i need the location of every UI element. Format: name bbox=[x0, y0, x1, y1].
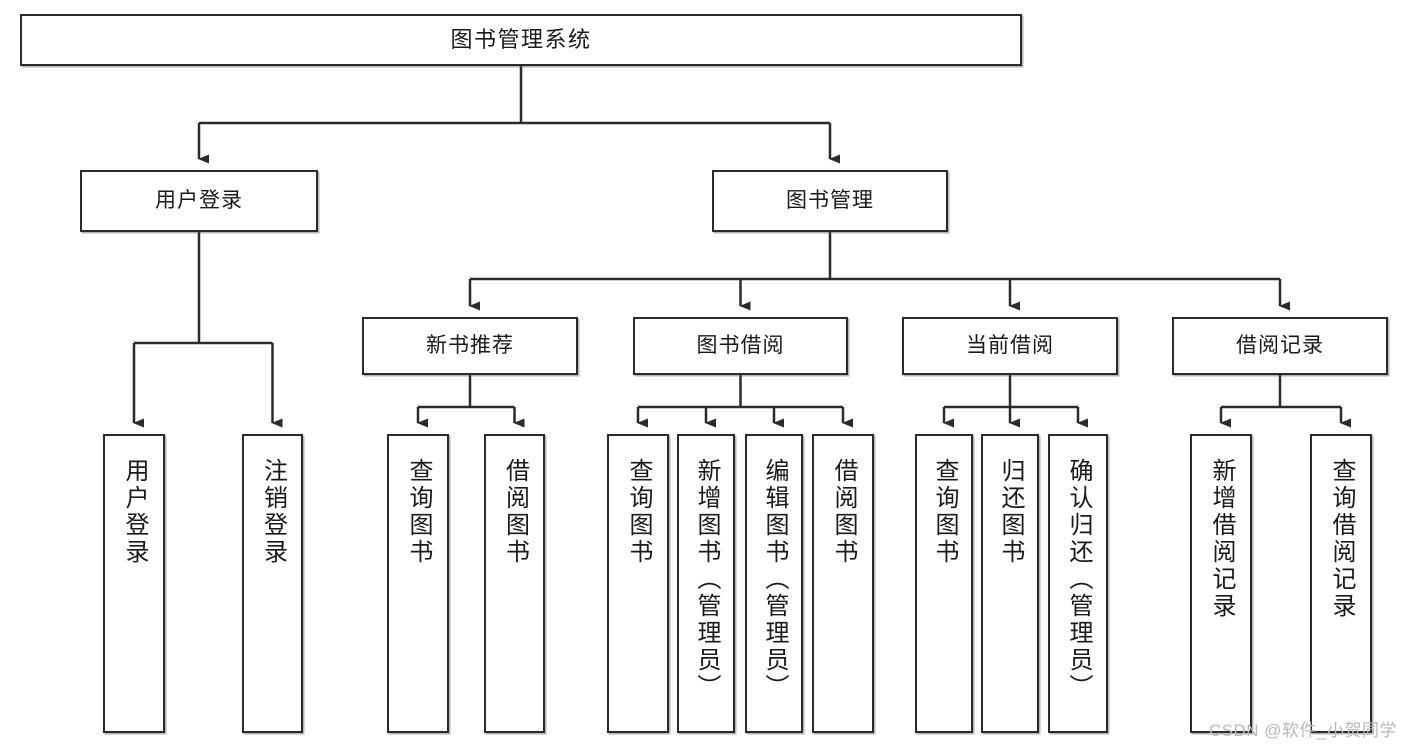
node-label: 借阅图书 bbox=[501, 458, 529, 566]
node-label: 查询图书 bbox=[625, 458, 652, 566]
leaf-user-login[interactable]: 用户登录 bbox=[103, 434, 165, 733]
leaf-query-book[interactable]: 查询图书 bbox=[607, 434, 669, 733]
leaf-query-book-recommend[interactable]: 查询图书 bbox=[387, 434, 449, 733]
node-user-login[interactable]: 用户登录 bbox=[80, 170, 318, 232]
node-label: 查询借阅记录 bbox=[1328, 458, 1355, 620]
node-label: 图书借阅 bbox=[696, 333, 785, 357]
node-new-book-recommend[interactable]: 新书推荐 bbox=[362, 317, 578, 375]
node-label: 查询图书 bbox=[931, 458, 958, 566]
leaf-add-book-admin[interactable]: 新增图书（管理员） bbox=[677, 434, 735, 733]
node-label: 新增图书（管理员） bbox=[693, 458, 720, 701]
node-borrow-record[interactable]: 借阅记录 bbox=[1172, 317, 1388, 375]
node-label: 借阅图书 bbox=[830, 458, 857, 566]
node-root[interactable]: 图书管理系统 bbox=[20, 14, 1022, 66]
leaf-query-borrow-record[interactable]: 查询借阅记录 bbox=[1310, 434, 1372, 733]
leaf-query-book-current[interactable]: 查询图书 bbox=[915, 434, 973, 733]
node-label: 图书管理 bbox=[786, 188, 874, 212]
node-label: 借阅记录 bbox=[1236, 333, 1324, 357]
node-label: 注销登录 bbox=[259, 458, 287, 566]
watermark-text: CSDN @软件_小贺同学 bbox=[1208, 721, 1397, 740]
node-label: 新增借阅记录 bbox=[1208, 458, 1235, 620]
node-label: 用户登录 bbox=[121, 458, 148, 566]
node-label: 归还图书 bbox=[997, 458, 1024, 566]
leaf-return-book[interactable]: 归还图书 bbox=[981, 434, 1039, 733]
leaf-borrow-book-recommend[interactable]: 借阅图书 bbox=[484, 434, 545, 733]
node-label: 当前借阅 bbox=[966, 333, 1054, 357]
node-current-borrow[interactable]: 当前借阅 bbox=[902, 317, 1118, 375]
leaf-logout[interactable]: 注销登录 bbox=[242, 434, 303, 733]
leaf-confirm-return-admin[interactable]: 确认归还（管理员） bbox=[1048, 434, 1108, 733]
leaf-borrow-book[interactable]: 借阅图书 bbox=[812, 434, 874, 733]
node-label: 查询图书 bbox=[405, 458, 432, 566]
node-label: 确认归还（管理员） bbox=[1065, 458, 1092, 701]
leaf-add-borrow-record[interactable]: 新增借阅记录 bbox=[1190, 434, 1252, 733]
node-label: 新书推荐 bbox=[426, 333, 514, 357]
node-label: 编辑图书（管理员） bbox=[761, 458, 788, 701]
node-book-borrow[interactable]: 图书借阅 bbox=[633, 317, 848, 375]
node-label: 图书管理系统 bbox=[450, 27, 592, 53]
node-label: 用户登录 bbox=[155, 188, 243, 212]
node-book-management[interactable]: 图书管理 bbox=[712, 170, 948, 232]
leaf-edit-book-admin[interactable]: 编辑图书（管理员） bbox=[745, 434, 803, 733]
